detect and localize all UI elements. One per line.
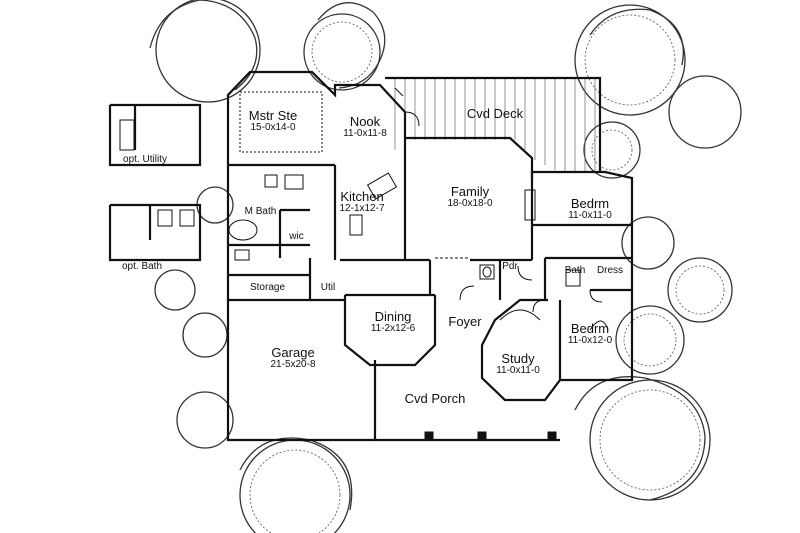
room-name: Mstr Ste: [248, 108, 298, 123]
room-cvd-deck: Cvd Deck: [466, 106, 524, 121]
tree: [155, 0, 261, 103]
room-dims: 11-0x11-0: [496, 364, 540, 376]
tree: [317, 2, 386, 89]
room-storage: Storage: [249, 282, 286, 293]
tree: [667, 257, 733, 323]
room-dims: 11-0x12-0: [567, 334, 613, 346]
room-name: Garage: [271, 345, 315, 360]
room-dims: 11-0x11-0: [568, 209, 612, 221]
room-wic: wic: [289, 231, 304, 242]
room-util: Util: [320, 282, 336, 293]
room-opt-utility: opt. Utility: [123, 154, 167, 165]
room-pdr: Pdr: [502, 261, 518, 272]
room-dims: 12-1x12-7: [339, 202, 385, 214]
room-m-bath: M Bath: [244, 206, 277, 217]
room-dims: 11-0x11-8: [343, 127, 387, 139]
tree: [176, 391, 234, 449]
tree: [574, 4, 686, 116]
tree: [615, 305, 685, 375]
room-bedrm-2: Bedrm 11-0x12-0: [560, 322, 620, 346]
tree: [589, 8, 684, 66]
room-cvd-porch: Cvd Porch: [404, 391, 466, 406]
room-name: Nook: [349, 114, 381, 129]
room-dims: 18-0x18-0: [447, 197, 493, 209]
tree: [589, 379, 711, 501]
room-name: Kitchen: [340, 189, 384, 204]
room-mstr-ste: Mstr Ste 15-0x14-0: [243, 109, 303, 133]
tree: [154, 269, 196, 311]
room-dress: Dress: [596, 265, 624, 276]
room-family: Family 18-0x18-0: [435, 185, 505, 209]
room-kitchen: Kitchen 12-1x12-7: [327, 190, 397, 214]
room-dims: 15-0x14-0: [250, 121, 296, 133]
room-name: Dining: [374, 309, 412, 324]
room-opt-bath: opt. Bath: [121, 261, 163, 272]
room-name: Bedrm: [570, 196, 610, 211]
room-bath: Bath: [564, 265, 586, 276]
room-foyer: Foyer: [448, 314, 482, 329]
tree: [668, 75, 742, 149]
room-garage: Garage 21-5x20-8: [258, 346, 328, 370]
room-dims: 21-5x20-8: [270, 358, 316, 370]
room-name: Study: [501, 351, 535, 366]
room-nook: Nook 11-0x11-8: [335, 115, 395, 139]
tree: [621, 216, 675, 270]
tree: [574, 376, 706, 501]
room-bedrm-1: Bedrm 11-0x11-0: [560, 197, 620, 221]
tree: [303, 13, 381, 91]
room-name: Family: [450, 184, 490, 199]
room-study: Study 11-0x11-0: [488, 352, 548, 376]
room-dining: Dining 11-2x12-6: [358, 310, 428, 334]
room-name: Bedrm: [570, 321, 610, 336]
tree: [583, 121, 641, 179]
tree: [182, 312, 228, 358]
room-dims: 11-2x12-6: [370, 322, 416, 334]
tree: [149, 0, 258, 91]
